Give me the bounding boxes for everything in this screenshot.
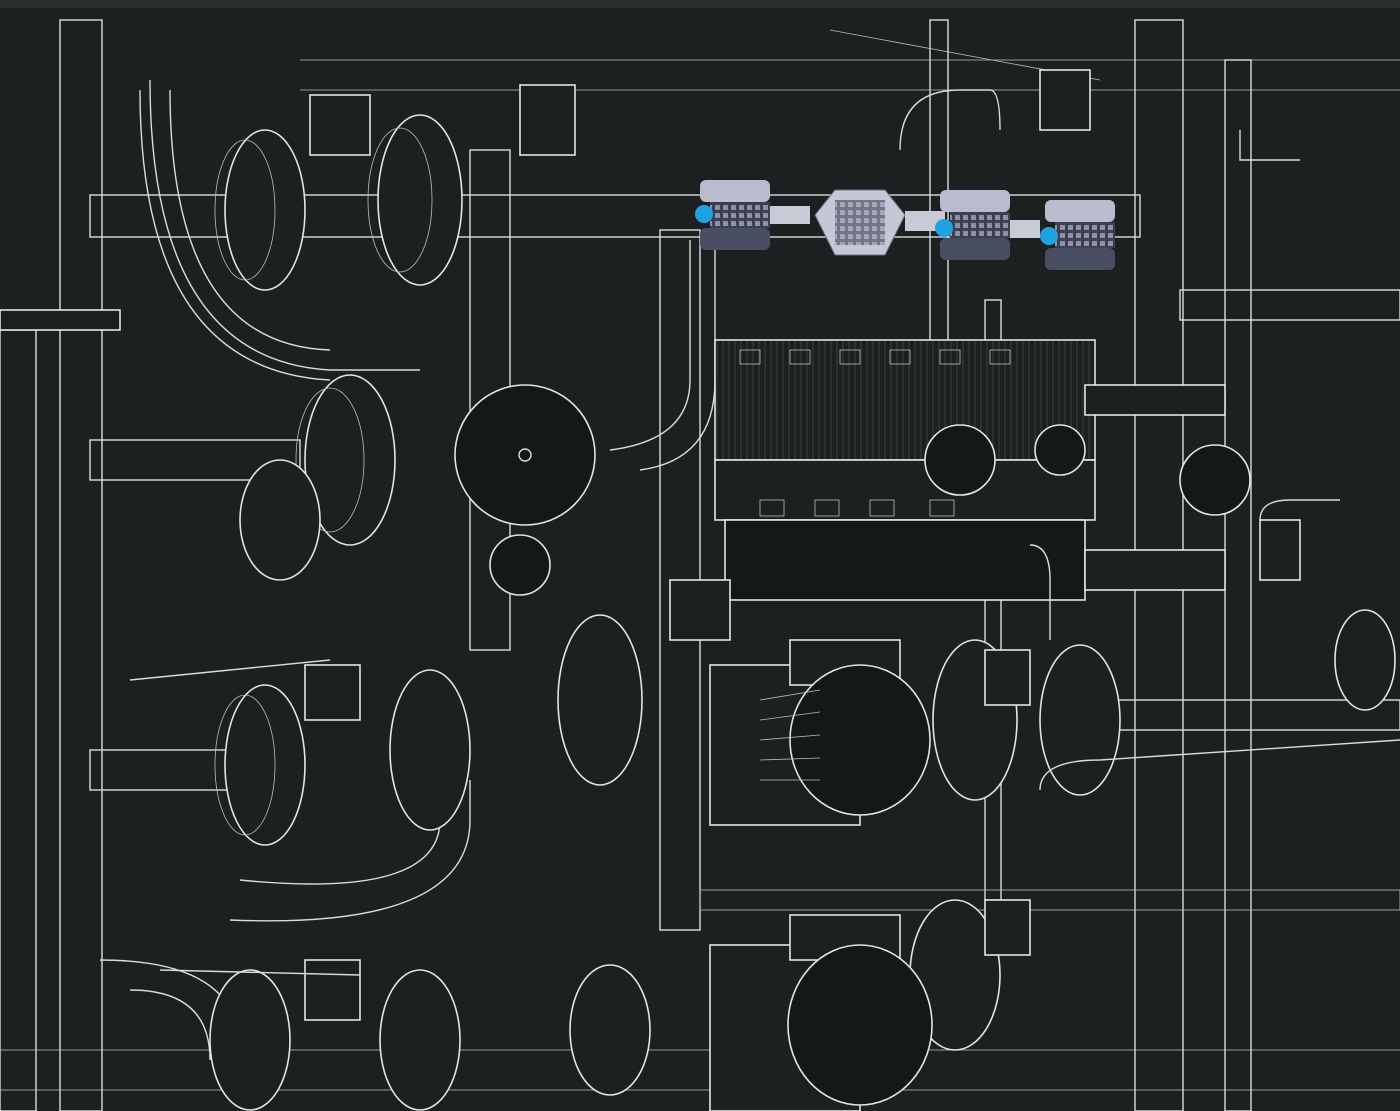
flange (239, 459, 321, 581)
flange (389, 669, 471, 831)
flange (1334, 609, 1396, 711)
flange (367, 114, 463, 286)
valves (304, 69, 1301, 1021)
flange (214, 129, 306, 291)
flange (295, 374, 396, 546)
pump-motors (709, 639, 933, 1111)
flange (1039, 644, 1121, 796)
inline-device-center (814, 189, 945, 256)
flange (557, 614, 643, 786)
flange (1084, 384, 1226, 416)
flange (379, 969, 461, 1111)
flange (209, 969, 291, 1111)
small-tubing (129, 89, 1400, 976)
vessel (714, 339, 1096, 601)
highlighted-components (695, 180, 1115, 270)
pump-motor (709, 914, 933, 1111)
inline-device (935, 190, 1040, 260)
flange (569, 964, 651, 1096)
pump-motor (709, 639, 931, 826)
gauges (489, 424, 1251, 596)
flange (214, 684, 306, 846)
horizontal-pipes (0, 194, 1400, 911)
flanges (209, 114, 1396, 1111)
flange (454, 384, 596, 526)
inline-device (1040, 200, 1115, 270)
flange (1084, 549, 1226, 591)
inline-device (695, 180, 810, 250)
